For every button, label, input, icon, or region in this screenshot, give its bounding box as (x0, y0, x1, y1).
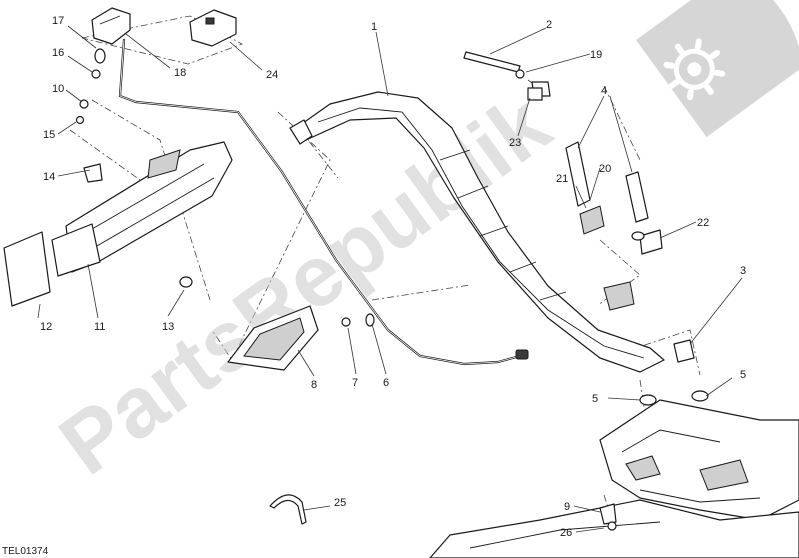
connector-group (91, 7, 237, 79)
callout-4: 4 (601, 85, 607, 97)
callout-19: 19 (590, 49, 602, 61)
callout-14: 14 (43, 171, 55, 183)
callout-17: 17 (52, 15, 64, 27)
callout-12: 12 (40, 321, 52, 333)
callout-7: 7 (352, 377, 358, 389)
reflector (227, 305, 319, 371)
callout-10: 10 (52, 83, 64, 95)
fasteners (75, 51, 709, 531)
callout-3: 3 (740, 265, 746, 277)
wiring-harness (118, 38, 529, 366)
callout-24: 24 (266, 69, 278, 81)
callout-9: 9 (564, 501, 570, 513)
callout-5-left: 5 (592, 393, 598, 405)
gear-icon (636, 0, 799, 138)
callout-13: 13 (162, 321, 174, 333)
license-plate-support (289, 91, 665, 373)
cable-clip (269, 494, 307, 525)
callout-25: 25 (334, 497, 346, 509)
callout-23: 23 (509, 137, 521, 149)
rear-subframe (429, 399, 799, 558)
callout-5-right: 5 (740, 369, 746, 381)
callout-labels: 1 2 3 4 5 5 6 7 8 9 10 11 12 13 14 15 16… (2, 15, 746, 557)
callout-2: 2 (546, 19, 552, 31)
reference-code: TEL01374 (2, 546, 49, 557)
callout-18: 18 (174, 67, 186, 79)
callout-21: 21 (556, 173, 568, 185)
callout-6: 6 (383, 377, 389, 389)
callout-11: 11 (94, 321, 105, 333)
callout-16: 16 (52, 47, 64, 59)
callout-15: 15 (43, 129, 55, 141)
plate-holder (3, 141, 233, 307)
callout-20: 20 (599, 163, 611, 175)
leader-lines (37, 25, 743, 533)
callout-8: 8 (311, 379, 317, 391)
callout-22: 22 (697, 217, 709, 229)
callout-26: 26 (560, 527, 572, 539)
callout-1: 1 (371, 21, 377, 33)
